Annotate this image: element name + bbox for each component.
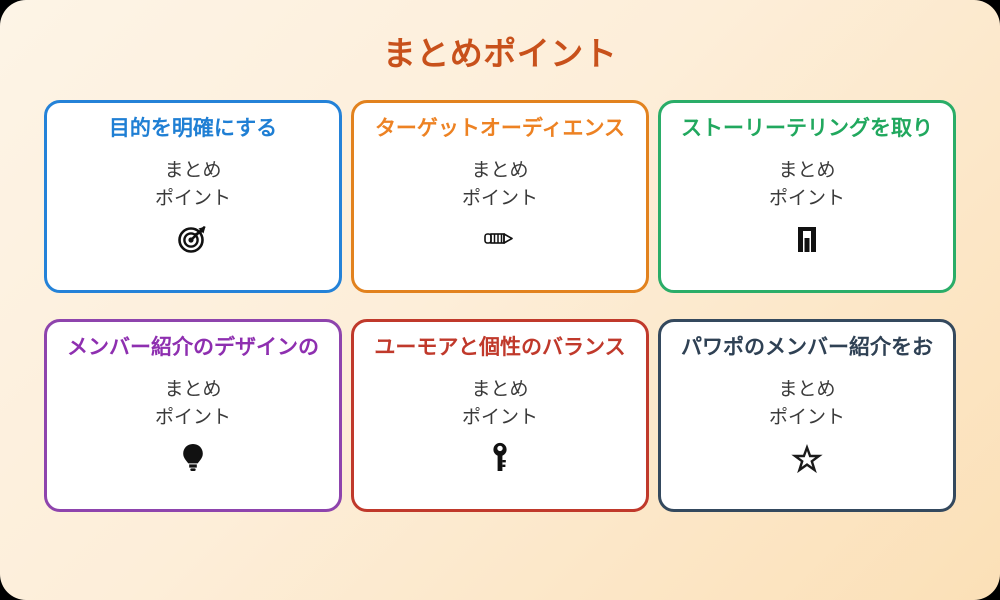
summary-card-6-title: パワポのメンバー紹介をお xyxy=(681,335,933,359)
summary-card-6-body-line2: ポイント xyxy=(768,407,845,429)
page-title: まとめポイント xyxy=(382,35,618,72)
summary-card-3-title: ストーリーテリングを取り xyxy=(681,116,933,140)
summary-card-1[interactable]: 目的を明確にする まとめ ポイント xyxy=(44,99,342,293)
summary-card-2-body-line1: まとめ xyxy=(471,159,529,181)
summary-card-4-title: メンバー紹介のデザインの xyxy=(67,335,319,359)
summary-point-card-grid: 目的を明確にする まとめ ポイント ターゲットオーディエンス まとめ xyxy=(44,99,956,512)
summary-card-3-body-line1: まとめ xyxy=(778,159,836,181)
summary-card-2-body: まとめ ポイント xyxy=(462,157,538,214)
star-icon xyxy=(790,440,824,474)
summary-card-3[interactable]: ストーリーテリングを取り まとめ ポイント xyxy=(658,99,956,293)
summary-card-4-body-line1: まとめ xyxy=(164,378,222,400)
summary-card-1-body: まとめ ポイント xyxy=(155,157,231,214)
summary-card-1-title: 目的を明確にする xyxy=(108,116,278,140)
summary-card-2-body-line2: ポイント xyxy=(461,188,538,210)
summary-card-5-body-line2: ポイント xyxy=(461,407,538,429)
target-icon xyxy=(176,221,210,255)
summary-card-5-title: ユーモアと個性のバランス xyxy=(374,335,626,359)
lightbulb-icon xyxy=(176,440,210,474)
summary-card-5-body-line1: まとめ xyxy=(471,378,529,400)
summary-card-4-body: まとめ ポイント xyxy=(155,376,231,433)
summary-card-6-body: まとめ ポイント xyxy=(769,376,845,433)
summary-card-4[interactable]: メンバー紹介のデザインの まとめ ポイント xyxy=(44,318,342,512)
bar-chart-icon xyxy=(790,221,824,255)
summary-card-2-title: ターゲットオーディエンス xyxy=(374,116,626,140)
summary-card-3-body-line2: ポイント xyxy=(768,188,845,210)
summary-card-6-body-line1: まとめ xyxy=(778,378,836,400)
summary-card-5[interactable]: ユーモアと個性のバランス まとめ ポイント xyxy=(351,318,649,512)
summary-card-4-body-line2: ポイント xyxy=(154,407,231,429)
summary-card-1-body-line2: ポイント xyxy=(154,188,231,210)
pencil-icon xyxy=(483,221,517,255)
summary-card-6[interactable]: パワポのメンバー紹介をお まとめ ポイント xyxy=(658,318,956,512)
summary-card-3-body: まとめ ポイント xyxy=(769,157,845,214)
summary-card-1-body-line1: まとめ xyxy=(164,159,222,181)
summary-card-2[interactable]: ターゲットオーディエンス まとめ ポイント xyxy=(351,99,649,293)
summary-card-5-body: まとめ ポイント xyxy=(462,376,538,433)
key-icon xyxy=(483,440,517,474)
